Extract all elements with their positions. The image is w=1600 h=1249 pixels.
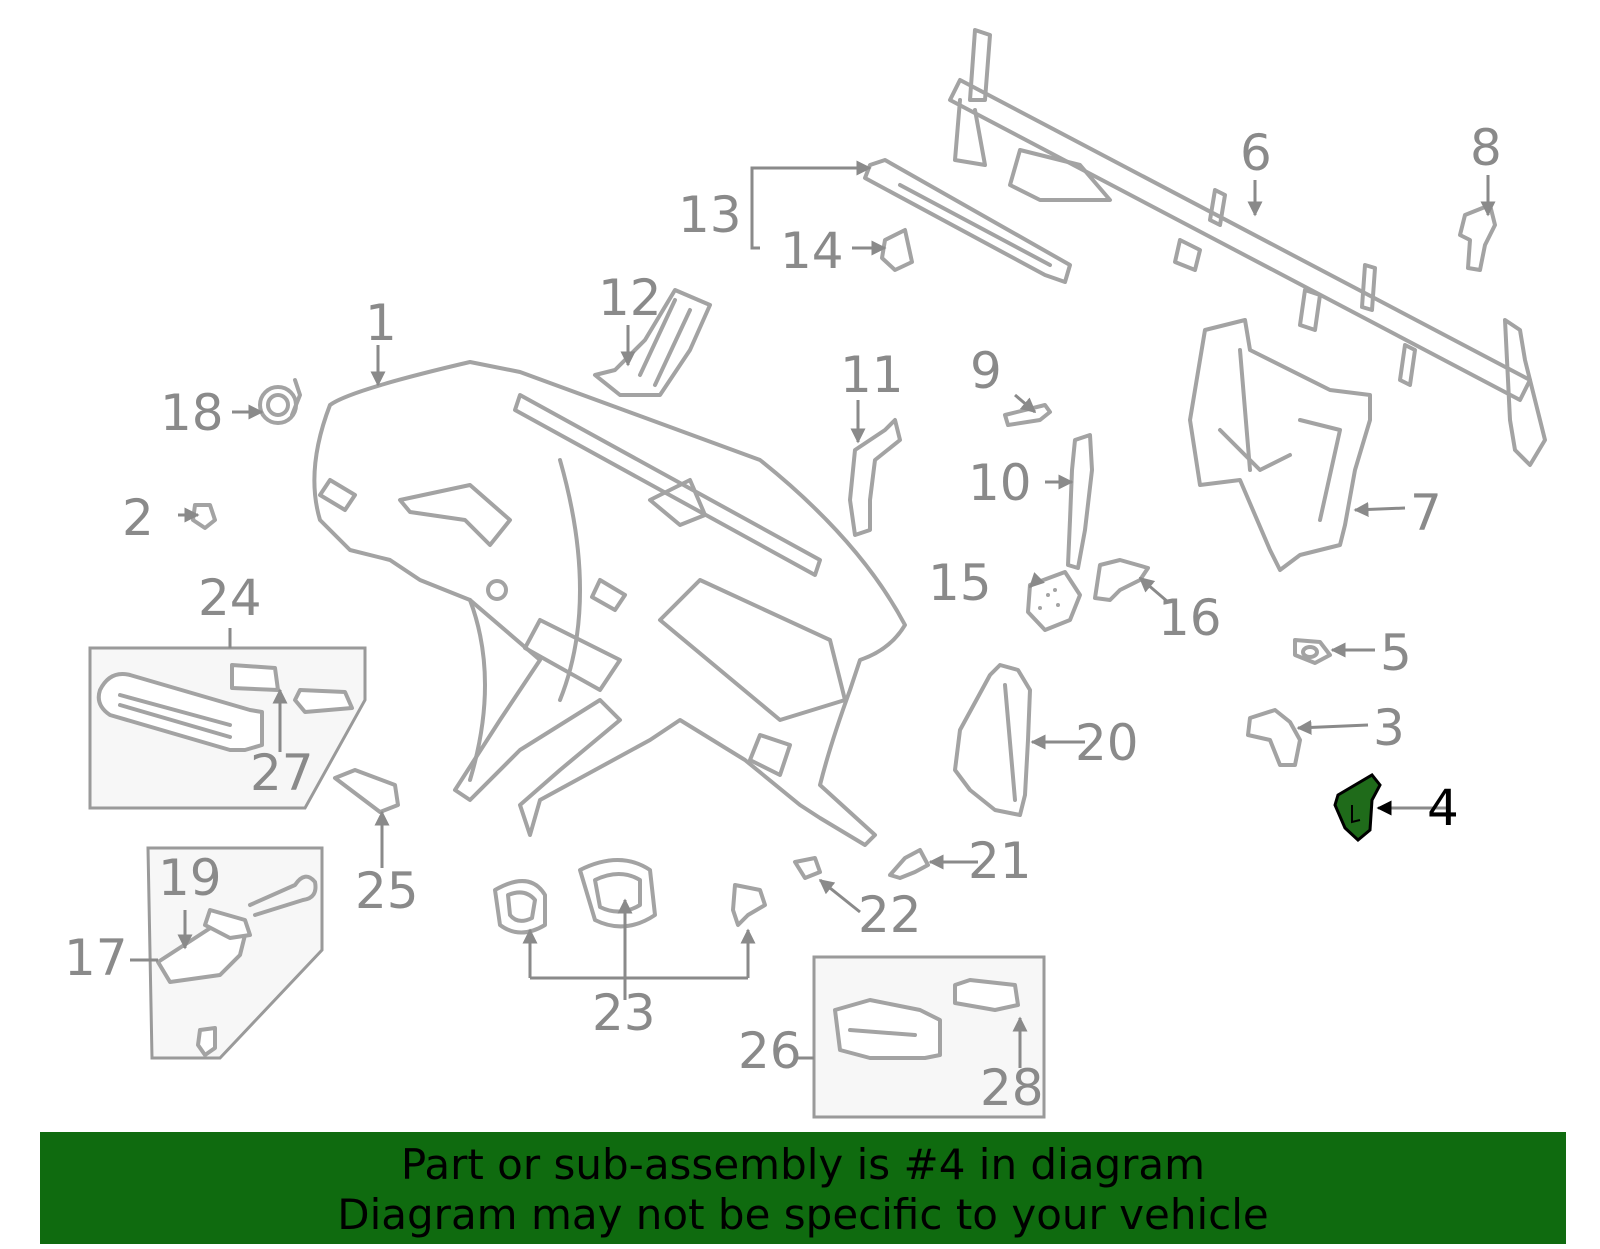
callout-3: 3 [1373,699,1405,757]
callout-22: 22 [858,886,922,944]
part-21-bracket [888,848,930,880]
part-22-clip [793,856,822,880]
callout-1: 1 [365,294,397,352]
callout-16: 16 [1158,589,1222,647]
part-17-lock-set [156,874,318,1057]
callout-7: 7 [1410,484,1442,542]
part-cross-beam [948,28,1547,467]
part-5-grommet [1293,638,1332,665]
callout-13: 13 [678,186,742,244]
part-8-bracket [1458,203,1497,272]
callout-27: 27 [250,744,314,802]
callout-24: 24 [198,569,262,627]
part-4-highlighted [1333,773,1382,842]
part-13-defroster [863,158,1072,284]
callout-12: 12 [598,269,662,327]
callout-11: 11 [840,346,904,404]
callout-26: 26 [738,1022,802,1080]
callout-15: 15 [928,554,992,612]
callout-21: 21 [968,832,1032,890]
part-27b-vent [293,688,354,714]
callout-8: 8 [1470,119,1502,177]
part-10-bracket [1066,433,1094,570]
part-3-bracket [1246,708,1302,767]
info-banner: Part or sub-assembly is #4 in diagram Di… [40,1132,1566,1244]
banner-line-1: Part or sub-assembly is #4 in diagram [400,1140,1206,1189]
part-25-switch [333,768,400,814]
callout-19: 19 [158,849,222,907]
parts-diagram: 1 2 3 4 5 6 7 8 9 10 11 12 13 14 15 16 1… [64,28,1547,1119]
part-bracket-assembly [1188,318,1372,572]
part-dashboard [312,360,907,847]
part-15-speaker-grille [1026,570,1082,632]
callout-14: 14 [780,222,844,280]
callout-28: 28 [980,1059,1044,1117]
callout-23: 23 [592,984,656,1042]
part-11-bracket [848,418,902,537]
part-26-vent-assembly [833,978,1020,1060]
part-18-speaker [258,378,302,425]
callout-20: 20 [1075,714,1139,772]
callout-18: 18 [160,384,224,442]
part-16-bracket [1093,558,1150,602]
part-20-side-panel [953,663,1032,817]
callout-9: 9 [970,342,1002,400]
banner-line-2: Diagram may not be specific to your vehi… [337,1190,1269,1239]
part-27-vent [230,663,280,692]
callout-10: 10 [968,454,1032,512]
callout-6: 6 [1240,124,1272,182]
callout-2: 2 [122,489,154,547]
part-24-vent-assembly [96,672,264,752]
callout-5: 5 [1380,624,1412,682]
callout-25: 25 [355,862,419,920]
callout-17: 17 [64,929,128,987]
part-14-clip [880,228,914,272]
part-23-covers [493,858,767,935]
part-9-clip [1003,403,1052,427]
callout-4: 4 [1427,779,1459,837]
part-12-trim [593,288,712,397]
